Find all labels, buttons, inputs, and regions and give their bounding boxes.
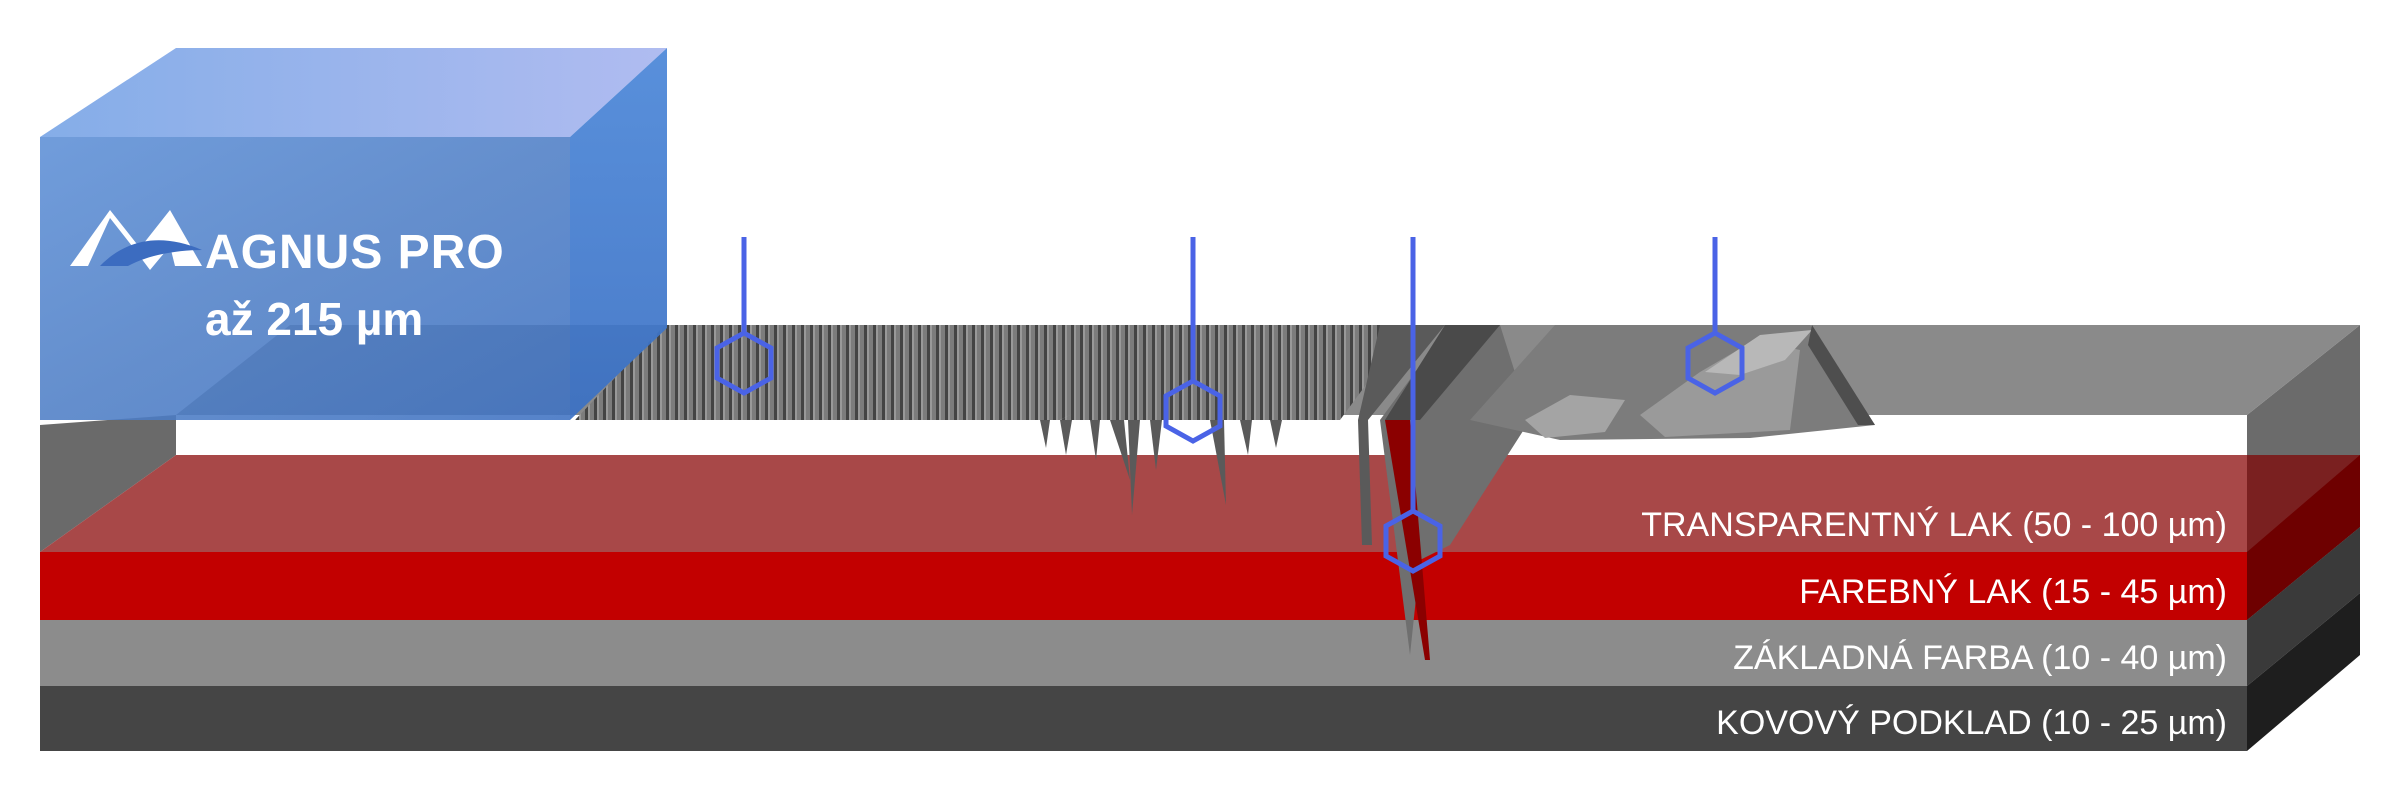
film-box-side	[570, 48, 667, 420]
layer-metal-front	[40, 686, 2247, 751]
film-box-front	[40, 137, 570, 420]
hexagon-marker-icon	[1685, 330, 1745, 396]
hexagon-marker-icon	[1383, 508, 1443, 574]
slab-right-top-face	[2247, 325, 2360, 455]
markers	[714, 237, 1745, 574]
scratch-spikes	[1040, 420, 1282, 515]
hexagon-marker-icon	[1163, 378, 1223, 444]
slab-right-metal-edge	[2247, 593, 2360, 751]
fine-scratches-zone	[575, 325, 1250, 420]
deep-scratch-left-wall	[1358, 325, 1445, 545]
film-box-top	[40, 48, 667, 137]
layer-transparent-front	[40, 455, 2247, 552]
layer-label-transparent: TRANSPARENTNÝ LAK (50 - 100 µm)	[1641, 506, 2227, 544]
chip-crater-3	[1705, 330, 1812, 375]
slab-right-base-edge	[2247, 527, 2360, 686]
brand-logo-text: AGNUS PRO	[205, 226, 505, 279]
medium-scratches-zone	[1060, 325, 1410, 420]
slab-right-color-edge	[2247, 455, 2360, 620]
chip-ridge	[1808, 325, 1875, 425]
layer-color-front	[40, 552, 2247, 620]
film-thickness-label: až 215 µm	[205, 293, 423, 345]
magnus-logo-icon	[70, 210, 202, 270]
layer-label-metal: KOVOVÝ PODKLAD (10 - 25 µm)	[1716, 704, 2227, 742]
layer-base-front	[40, 620, 2247, 686]
chip-crater-1	[1525, 395, 1625, 438]
slab-left-face	[40, 415, 176, 552]
layer-label-color: FAREBNÝ LAK (15 - 45 µm)	[1799, 573, 2227, 611]
layer-label-base: ZÁKLADNÁ FARBA (10 - 40 µm)	[1733, 639, 2227, 677]
hexagon-marker-icon	[714, 330, 774, 396]
deep-scratch-groove	[1385, 420, 1430, 660]
